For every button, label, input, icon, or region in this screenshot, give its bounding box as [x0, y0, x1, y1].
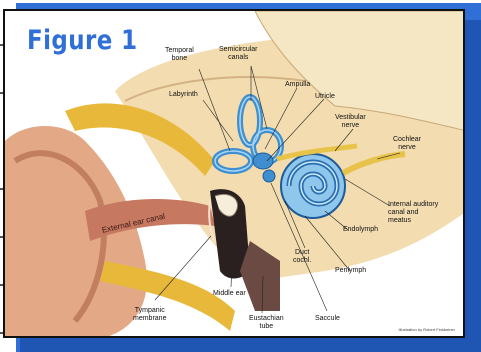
illustration-credit: Illustration by Robert Finkbeiner: [399, 327, 455, 332]
figure-panel: Figure 1 Temporal bone Semicircular cana…: [3, 9, 465, 338]
utricle-shape: [253, 153, 273, 169]
label-duct-cochl: Duct cochl.: [293, 249, 311, 265]
label-endolymph: Endolymph: [343, 226, 378, 234]
label-perilymph: Perilymph: [335, 267, 366, 275]
cochlea-shape: [281, 154, 345, 218]
label-saccule: Saccule: [315, 315, 340, 323]
label-utricle: Utricle: [315, 93, 335, 101]
label-internal-auditory-canal: Internal auditory canal and meatus: [388, 201, 438, 225]
label-ampulla: Ampulla: [285, 81, 310, 89]
label-vestibular-nerve: Vestibular nerve: [335, 114, 366, 130]
label-temporal-bone: Temporal bone: [165, 47, 194, 63]
figure-title: Figure 1: [27, 25, 138, 56]
label-eustachian-tube: Eustachian tube: [249, 315, 284, 331]
label-semicircular-canals: Semicircular canals: [219, 46, 258, 62]
label-cochlear-nerve: Cochlear nerve: [393, 136, 421, 152]
label-middle-ear: Middle ear: [213, 290, 246, 298]
label-labyrinth: Labyrinth: [169, 91, 198, 99]
saccule-shape: [263, 170, 275, 182]
label-tympanic-membrane: Tympanic membrane: [133, 307, 166, 323]
